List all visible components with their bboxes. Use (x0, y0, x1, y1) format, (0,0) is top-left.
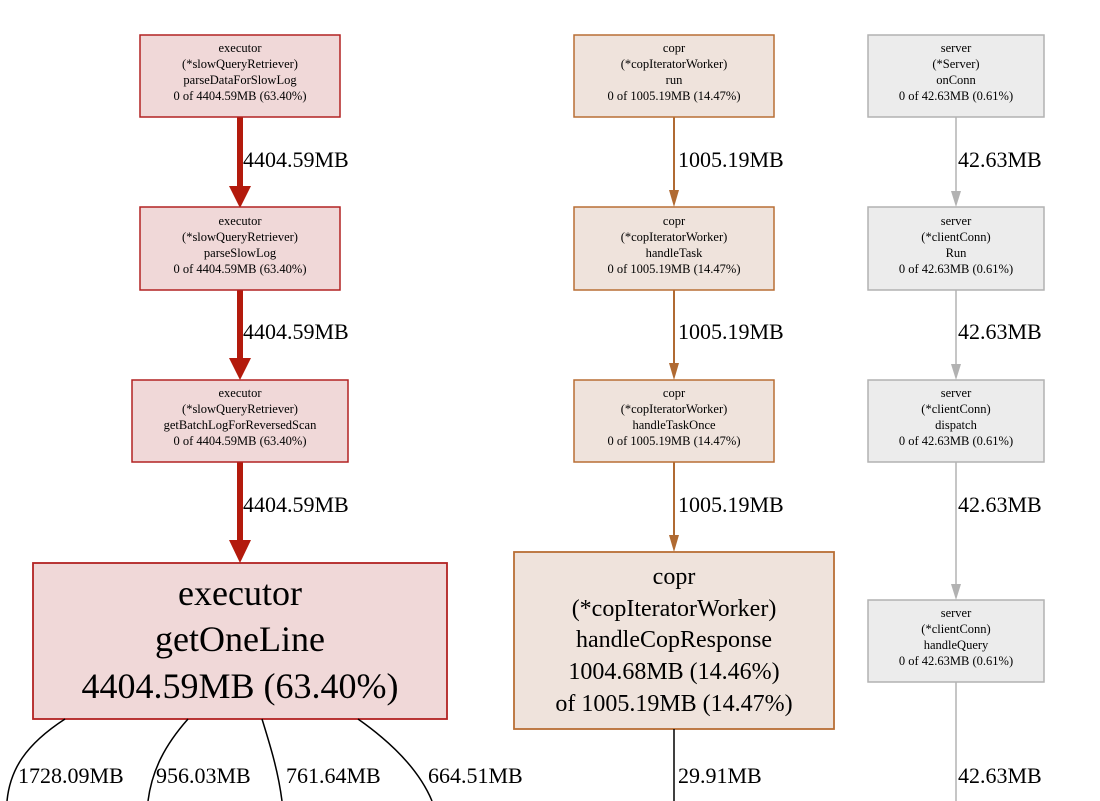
node-package: executor (218, 41, 262, 55)
node-function: run (666, 73, 683, 87)
edge-label: 761.64MB (286, 763, 381, 788)
edge-label: 1728.09MB (18, 763, 124, 788)
edge-label: 4404.59MB (243, 319, 349, 344)
node-receiver: (*copIteratorWorker) (621, 230, 728, 244)
edge-getoneline-out-1[interactable]: 1728.09MB (6, 718, 124, 801)
node-function: handleQuery (924, 638, 989, 652)
node-package: copr (663, 386, 686, 400)
node-function: onConn (936, 73, 976, 87)
node-value: 0 of 4404.59MB (63.40%) (174, 434, 307, 448)
node-function: getOneLine (155, 619, 325, 659)
node-package: copr (663, 214, 686, 228)
node-package: executor (178, 573, 302, 613)
node-function: dispatch (935, 418, 977, 432)
edge-label: 956.03MB (156, 763, 251, 788)
edge-run-to-dispatch[interactable]: 42.63MB (951, 290, 1042, 380)
edge-getoneline-out-4[interactable]: 664.51MB (357, 718, 523, 801)
edge-label: 1005.19MB (678, 147, 784, 172)
node-receiver: (*clientConn) (921, 622, 990, 636)
node-package: server (941, 214, 972, 228)
node-function: handleCopResponse (576, 627, 772, 653)
node-copr-handle-task-once[interactable]: copr (*copIteratorWorker) handleTaskOnce… (573, 379, 775, 463)
node-server-on-conn[interactable]: server (*Server) onConn 0 of 42.63MB (0.… (867, 34, 1045, 118)
node-package: executor (218, 386, 262, 400)
edge-label: 42.63MB (958, 492, 1042, 517)
node-value: 4404.59MB (63.40%) (82, 666, 399, 706)
node-package: copr (653, 564, 696, 590)
edge-parsedata-to-parseslowlog[interactable]: 4404.59MB (229, 117, 349, 208)
node-function: handleTask (646, 246, 703, 260)
node-value: 0 of 4404.59MB (63.40%) (174, 89, 307, 103)
node-server-dispatch[interactable]: server (*clientConn) dispatch 0 of 42.63… (867, 379, 1045, 463)
edge-handlecopresponse-out[interactable]: 29.91MB (673, 729, 762, 801)
node-value: 0 of 1005.19MB (14.47%) (608, 434, 741, 448)
node-function: parseDataForSlowLog (183, 73, 297, 87)
node-function: handleTaskOnce (632, 418, 716, 432)
edge-label: 664.51MB (428, 763, 523, 788)
node-package: executor (218, 214, 262, 228)
node-value: 0 of 42.63MB (0.61%) (899, 89, 1013, 103)
edge-label: 42.63MB (958, 319, 1042, 344)
node-function: parseSlowLog (204, 246, 277, 260)
edge-label: 1005.19MB (678, 492, 784, 517)
node-server-handle-query[interactable]: server (*clientConn) handleQuery 0 of 42… (867, 599, 1045, 683)
edge-onconn-to-run[interactable]: 42.63MB (951, 117, 1042, 207)
edge-getbatchlog-to-getoneline[interactable]: 4404.59MB (229, 462, 349, 563)
node-receiver: (*copIteratorWorker) (572, 596, 777, 622)
edge-handletaskonce-to-handlecopresponse[interactable]: 1005.19MB (669, 462, 784, 552)
node-package: server (941, 386, 972, 400)
node-function: getBatchLogForReversedScan (164, 418, 317, 432)
node-function: Run (946, 246, 968, 260)
node-value: 0 of 1005.19MB (14.47%) (608, 89, 741, 103)
node-value: 0 of 42.63MB (0.61%) (899, 262, 1013, 276)
node-receiver: (*slowQueryRetriever) (182, 230, 298, 244)
node-receiver: (*Server) (932, 57, 979, 71)
edge-label: 29.91MB (678, 763, 762, 788)
node-parse-slow-log[interactable]: executor (*slowQueryRetriever) parseSlow… (139, 206, 341, 291)
edge-getoneline-out-3[interactable]: 761.64MB (261, 718, 381, 801)
node-receiver: (*clientConn) (921, 402, 990, 416)
edge-label: 42.63MB (958, 763, 1042, 788)
node-copr-handle-task[interactable]: copr (*copIteratorWorker) handleTask 0 o… (573, 206, 775, 291)
node-receiver: (*slowQueryRetriever) (182, 402, 298, 416)
node-server-run[interactable]: server (*clientConn) Run 0 of 42.63MB (0… (867, 206, 1045, 291)
node-copr-run[interactable]: copr (*copIteratorWorker) run 0 of 1005.… (573, 34, 775, 118)
node-receiver: (*clientConn) (921, 230, 990, 244)
node-package: server (941, 606, 972, 620)
node-receiver: (*copIteratorWorker) (621, 402, 728, 416)
edge-dispatch-to-handlequery[interactable]: 42.63MB (951, 462, 1042, 600)
edge-getoneline-out-2[interactable]: 956.03MB (147, 718, 251, 801)
node-value: 0 of 1005.19MB (14.47%) (608, 262, 741, 276)
edge-label: 42.63MB (958, 147, 1042, 172)
node-get-batch-log-for-reversed-scan[interactable]: executor (*slowQueryRetriever) getBatchL… (131, 379, 349, 463)
edge-label: 4404.59MB (243, 147, 349, 172)
node-flat-value: 1004.68MB (14.46%) (568, 659, 779, 685)
edge-parseslowlog-to-getbatchlog[interactable]: 4404.59MB (229, 290, 349, 380)
node-package: server (941, 41, 972, 55)
edge-label: 1005.19MB (678, 319, 784, 344)
node-value: 0 of 4404.59MB (63.40%) (174, 262, 307, 276)
node-receiver: (*slowQueryRetriever) (182, 57, 298, 71)
node-parse-data-for-slow-log[interactable]: executor (*slowQueryRetriever) parseData… (139, 34, 341, 118)
node-value: 0 of 42.63MB (0.61%) (899, 434, 1013, 448)
edge-handletask-to-handletaskonce[interactable]: 1005.19MB (669, 290, 784, 380)
node-package: copr (663, 41, 686, 55)
edge-handlequery-out[interactable]: 42.63MB (955, 682, 1042, 801)
node-copr-handle-cop-response[interactable]: copr (*copIteratorWorker) handleCopRespo… (513, 551, 835, 730)
node-receiver: (*copIteratorWorker) (621, 57, 728, 71)
edge-label: 4404.59MB (243, 492, 349, 517)
edge-run-to-handletask[interactable]: 1005.19MB (669, 117, 784, 207)
node-value: 0 of 42.63MB (0.61%) (899, 654, 1013, 668)
node-cum-value: of 1005.19MB (14.47%) (555, 691, 792, 717)
node-get-one-line[interactable]: executor getOneLine 4404.59MB (63.40%) (32, 562, 448, 720)
